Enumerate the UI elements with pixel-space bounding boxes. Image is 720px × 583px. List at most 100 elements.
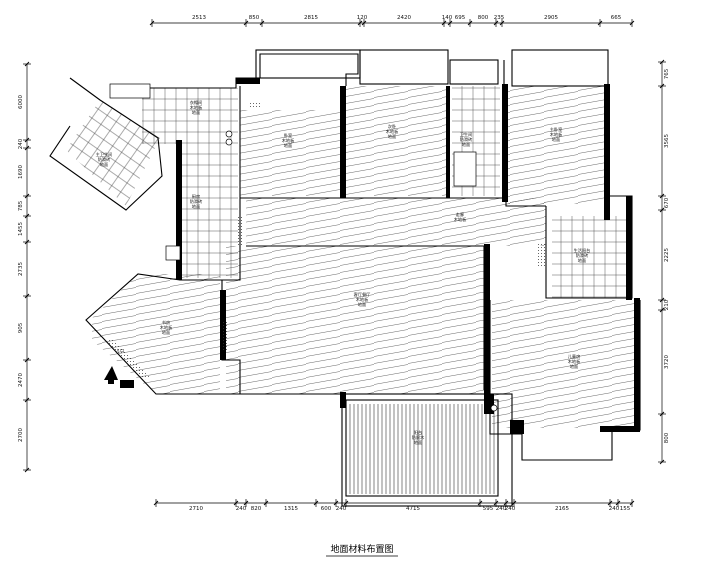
room-material: 地面 [578, 257, 586, 264]
dim-value: 1315 [284, 506, 298, 512]
room-label: 卫生间 [460, 131, 473, 138]
dim-slash [493, 20, 499, 26]
room-label: 入口 [116, 348, 124, 353]
room-material: 木地板 [282, 137, 295, 144]
dim-slash [333, 500, 339, 506]
thresholds [106, 102, 546, 380]
dim-slash [659, 307, 665, 313]
dim-slash [24, 467, 30, 473]
room-label: 主卧室 [550, 126, 563, 133]
dim-slash [24, 145, 30, 151]
dim-value: 2513 [192, 15, 206, 21]
dim-slash [659, 193, 665, 199]
floor-fills [66, 86, 634, 494]
dim-slash [343, 500, 349, 506]
dim-value: 665 [611, 15, 622, 21]
bold-wall-6 [484, 244, 490, 394]
room-material: 木地板 [550, 131, 563, 138]
room-material: 木地板 [190, 104, 203, 111]
threshold-study [106, 338, 150, 380]
floor-child-room [492, 300, 634, 428]
bold-wall-3 [446, 86, 450, 198]
room-material: 地面 [100, 161, 108, 168]
dim-slash [629, 20, 635, 26]
dim-value: 140 [442, 15, 453, 21]
dim-value: 820 [251, 506, 262, 512]
dim-value: 785 [18, 200, 24, 211]
dim-value: 240 [236, 506, 247, 512]
fixtures [109, 83, 498, 412]
wall-upper-balcony-mid [359, 49, 449, 85]
dim-value: 1455 [18, 222, 24, 236]
floor-closet [142, 88, 238, 144]
room-label: 卧室 [284, 132, 292, 139]
floor-service-balcony [552, 216, 632, 298]
room-material: 地面 [192, 109, 200, 116]
dim-slash [259, 20, 265, 26]
dim-slash [607, 500, 613, 506]
dim-value: 240 [18, 138, 24, 149]
dim-slash [313, 500, 319, 506]
wall-balcony [341, 393, 513, 507]
threshold-kitchen [238, 216, 244, 246]
dim-value: 600 [321, 506, 332, 512]
room-material: 地面 [552, 136, 560, 143]
closet-column-1 [225, 130, 233, 138]
dim-slash [467, 20, 473, 26]
room-label: 厨房 [192, 193, 200, 200]
room-label: 次卧 [388, 123, 396, 130]
dim-slash [659, 207, 665, 213]
dim-value: 155 [620, 506, 631, 512]
floor-master-bedroom [508, 86, 604, 204]
dim-slash [659, 459, 665, 465]
dim-slash [447, 20, 453, 26]
room-label: 书房 [162, 319, 170, 326]
room-labels: 主卫生间防滑砖地面衣帽间木地板地面卧室木地板地面次卧木地板地面卫生间防滑砖地面主… [96, 99, 591, 446]
dim-value: 4715 [406, 506, 420, 512]
bold-wall-12 [340, 392, 346, 408]
dim-value: 595 [483, 506, 494, 512]
dim-slash [24, 293, 30, 299]
dim-slash [24, 61, 30, 67]
dim-slash [659, 411, 665, 417]
dim-value: 240 [336, 506, 347, 512]
floor-balcony [346, 404, 496, 494]
dim-slash [441, 20, 447, 26]
bold-wall-9 [634, 298, 640, 432]
dim-slash [477, 500, 483, 506]
dim-slash [629, 500, 635, 506]
room-material: 防滑砖 [576, 252, 589, 259]
room-material: 地面 [192, 203, 200, 210]
room-material: 地面 [162, 329, 170, 336]
room-material: 防滑砖 [460, 136, 473, 143]
wall-master-bath [49, 77, 163, 211]
dim-slash [243, 20, 249, 26]
dim-value: 2225 [664, 248, 670, 262]
room-label: 生活阳台 [574, 247, 591, 254]
room-material: 地面 [388, 133, 396, 140]
dim-slash [499, 20, 505, 26]
room-material: 木地板 [454, 216, 467, 223]
dim-value: 800 [664, 432, 670, 443]
entry-arrow-icon [104, 366, 118, 384]
dim-value: 695 [455, 15, 466, 21]
bold-wall-14 [600, 426, 640, 432]
bold-wall-15 [120, 380, 134, 388]
room-material: 木地板 [568, 358, 581, 365]
dim-value: 210 [664, 299, 670, 310]
room-label: 走廊 [456, 211, 464, 218]
dim-value: 1690 [18, 165, 24, 179]
bold-wall-5 [604, 84, 610, 220]
dim-slash [149, 20, 155, 26]
dim-value: 240 [505, 506, 516, 512]
bold-wall-4 [502, 84, 508, 202]
room-label: 客厅餐厅 [354, 291, 371, 298]
dim-slash [503, 500, 509, 506]
dim-value: 240 [609, 506, 620, 512]
dim-slash [24, 357, 30, 363]
threshold-bath [248, 102, 260, 108]
dim-value: 240 [496, 506, 507, 512]
dim-value: 850 [249, 15, 260, 21]
dim-slash [24, 397, 30, 403]
